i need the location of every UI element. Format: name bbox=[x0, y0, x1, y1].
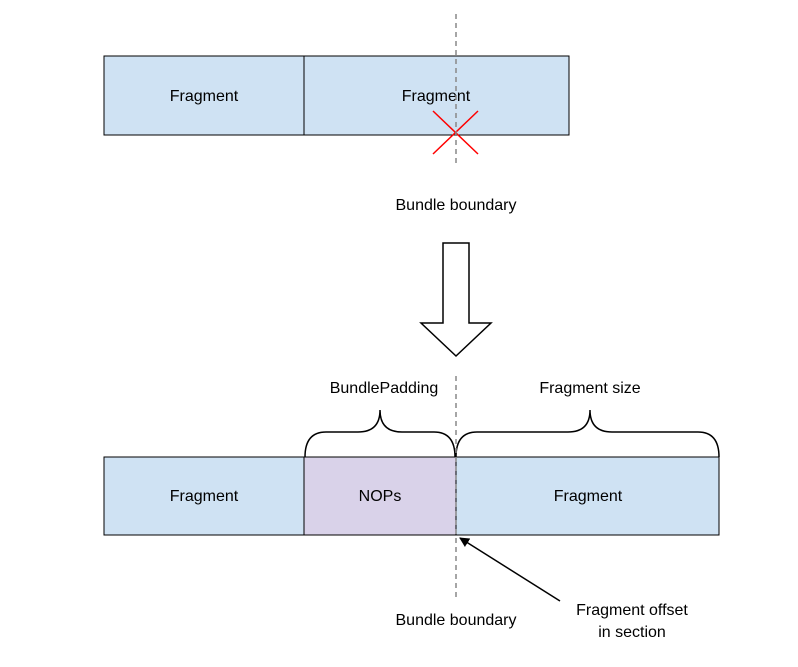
nops-box bbox=[303, 456, 457, 536]
bottom-row: BundlePadding Fragment size Fragment NOP… bbox=[103, 376, 720, 641]
top-row: Fragment Fragment Bundle boundary bbox=[103, 14, 570, 214]
nops-label: NOPs bbox=[359, 488, 402, 505]
top-fragment-right-label: Fragment bbox=[402, 88, 471, 105]
top-fragment-left-box bbox=[103, 55, 305, 136]
bottom-bundle-boundary-label: Bundle boundary bbox=[396, 612, 517, 629]
fragment-offset-label-line2: in section bbox=[598, 624, 666, 641]
top-bundle-boundary-label: Bundle boundary bbox=[396, 197, 517, 214]
fragment-offset-label-line1: Fragment offset bbox=[576, 602, 688, 619]
top-fragment-left-label: Fragment bbox=[170, 88, 239, 105]
top-fragment-right-box bbox=[303, 55, 570, 136]
fragment-offset-arrow bbox=[459, 537, 561, 602]
bottom-fragment-left-label: Fragment bbox=[170, 488, 239, 505]
bottom-fragment-left-box bbox=[103, 456, 305, 536]
bundle-padding-label: BundlePadding bbox=[330, 380, 439, 397]
transform-down-arrow-icon bbox=[419, 242, 493, 358]
bottom-fragment-right-label: Fragment bbox=[554, 488, 623, 505]
fragment-size-label: Fragment size bbox=[539, 380, 640, 397]
bundle-padding-brace bbox=[304, 409, 456, 458]
fragment-size-brace bbox=[455, 409, 720, 458]
